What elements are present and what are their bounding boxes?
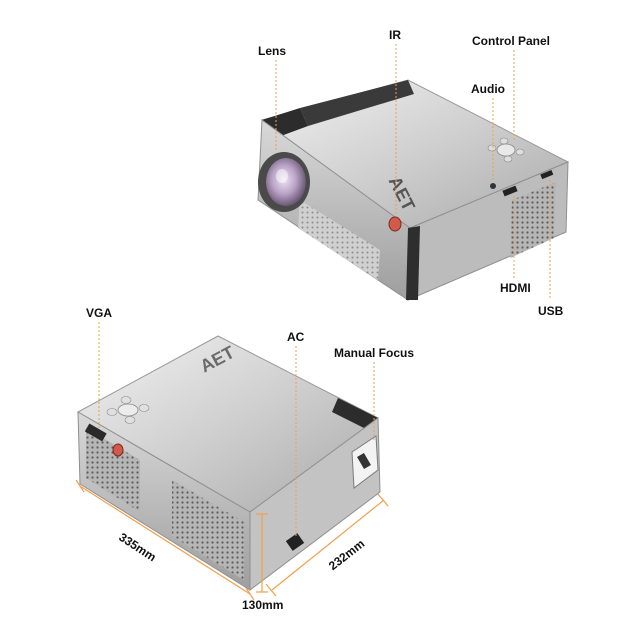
- leader-lines: [98, 44, 551, 536]
- ac-label: AC: [287, 330, 305, 344]
- width-dimension-line: [271, 499, 385, 591]
- hdmi-label: HDMI: [500, 281, 531, 295]
- height-dimension-label: 130mm: [242, 598, 284, 612]
- ac-port-mark: [285, 533, 305, 551]
- ir-window: [388, 216, 402, 232]
- audio-label: Audio: [471, 82, 505, 96]
- usb-port-mark: [540, 169, 554, 180]
- bottom-projector-back-vent-left: [86, 428, 140, 512]
- hdmi-port-mark: [502, 185, 518, 197]
- top-projector: AET: [257, 79, 570, 301]
- usb-label: USB: [538, 304, 564, 318]
- bottom-projector-side-face: [249, 417, 381, 592]
- top-control-panel: [487, 137, 525, 163]
- vga-label: VGA: [86, 306, 113, 320]
- control-panel-label: Control Panel: [472, 34, 551, 48]
- vga-port-mark: [84, 423, 107, 442]
- dimension-lines: [75, 479, 389, 601]
- lens-label: Lens: [258, 44, 287, 58]
- top-projector-front-vent: [298, 200, 380, 280]
- bottom-control-panel: [106, 396, 150, 424]
- top-projector-side-vent: [510, 182, 556, 258]
- lens-glass: [266, 158, 306, 206]
- manual-focus-label: Manual Focus: [334, 346, 415, 360]
- ir-label: IR: [389, 28, 401, 42]
- audio-port-mark: [490, 183, 496, 189]
- length-dimension-line: [79, 485, 251, 595]
- bottom-projector: AET: [76, 335, 381, 592]
- bottom-projector-back-vent-right: [172, 480, 244, 580]
